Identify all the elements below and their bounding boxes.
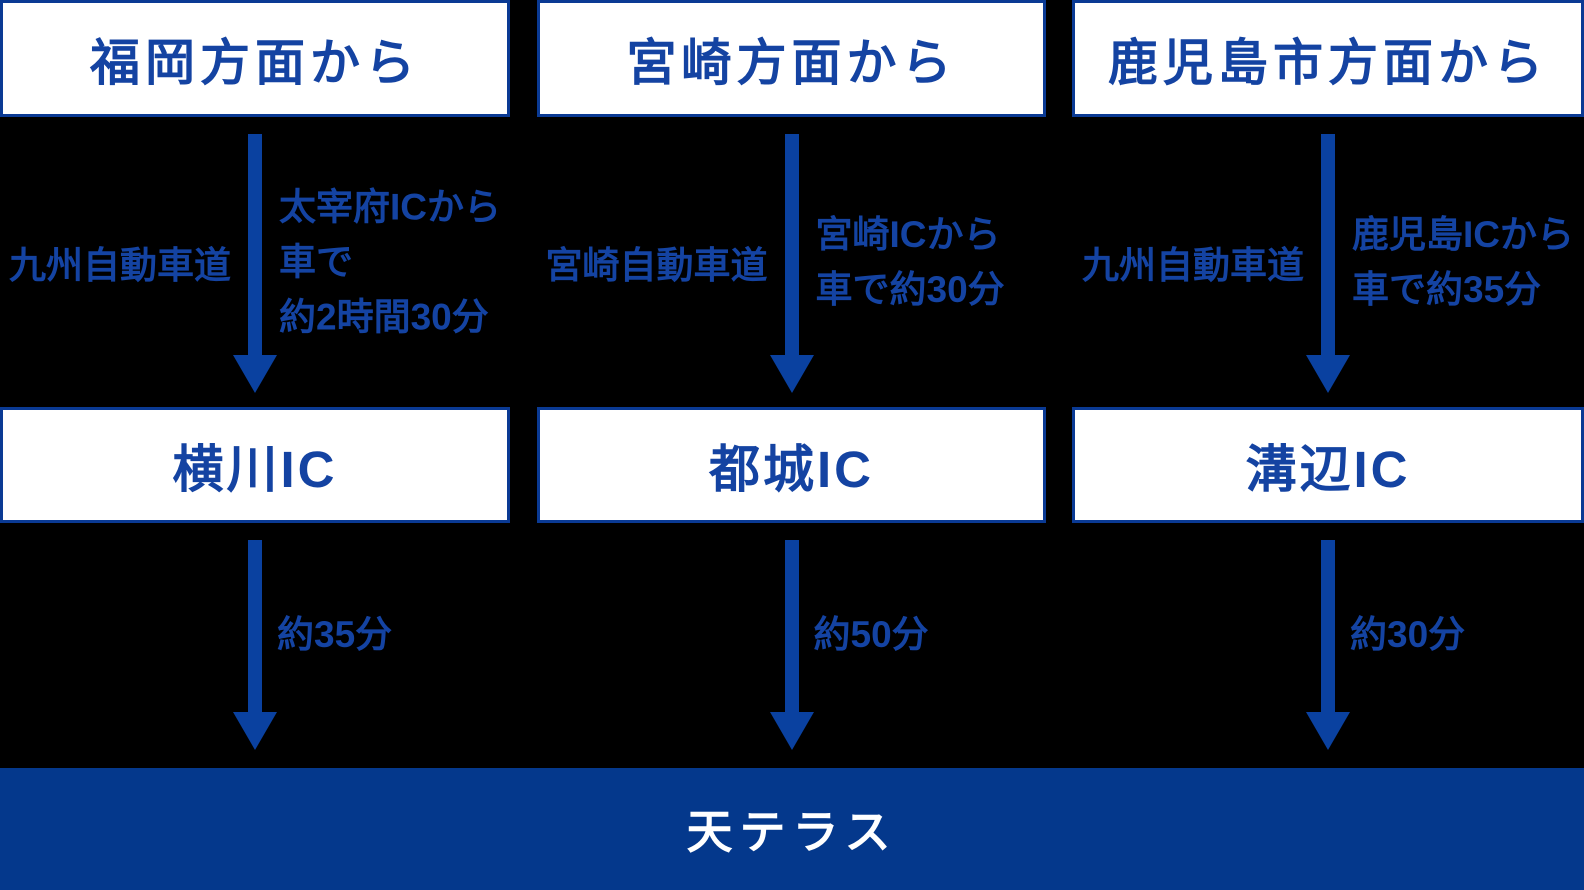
expressway-label: 宮崎自動車道 <box>545 245 768 286</box>
down-arrow-icon <box>1306 540 1350 750</box>
drive-detail-line: 約2時間30分 <box>279 296 489 338</box>
interchange-box: 溝辺IC <box>1072 407 1584 523</box>
down-arrow-icon <box>1306 134 1350 393</box>
drive-detail-label: 太宰府ICから 車で 約2時間30分 <box>279 180 501 345</box>
drive-time-label: 約35分 <box>277 613 393 655</box>
route-column-kagoshima: 鹿児島市方面から 九州自動車道 鹿児島ICから 車で約35分 溝辺IC 約30分 <box>1072 0 1584 768</box>
down-arrow-icon <box>233 134 277 393</box>
drive-detail-label: 鹿児島ICから 車で約35分 <box>1352 207 1574 317</box>
route-column-fukuoka: 福岡方面から 九州自動車道 太宰府ICから 車で 約2時間30分 横川IC 約3… <box>0 0 510 768</box>
route-section: 九州自動車道 鹿児島ICから 車で約35分 <box>1072 117 1584 407</box>
route-column-miyazaki: 宮崎方面から 宮崎自動車道 宮崎ICから 車で約30分 都城IC 約50分 <box>537 0 1046 768</box>
drive-detail-line: 太宰府ICから <box>279 186 501 228</box>
origin-box: 宮崎方面から <box>537 0 1046 117</box>
origin-box: 鹿児島市方面から <box>1072 0 1584 117</box>
destination-bar: 天テラス <box>0 768 1584 890</box>
expressway-label: 九州自動車道 <box>9 245 231 286</box>
drive-detail-line: 車で約35分 <box>1352 269 1542 310</box>
drive-detail-line: 車で <box>279 241 353 283</box>
time-section: 約35分 <box>0 523 510 768</box>
origin-box: 福岡方面から <box>0 0 510 117</box>
expressway-label: 九州自動車道 <box>1082 245 1304 286</box>
drive-detail-label: 宮崎ICから 車で約30分 <box>816 207 1005 317</box>
drive-detail-line: 宮崎ICから <box>815 214 1001 255</box>
drive-detail-line: 車で約30分 <box>815 269 1005 310</box>
route-section: 九州自動車道 太宰府ICから 車で 約2時間30分 <box>0 117 510 407</box>
time-section: 約30分 <box>1072 523 1584 768</box>
time-section: 約50分 <box>537 523 1046 768</box>
down-arrow-icon <box>769 134 814 393</box>
interchange-box: 都城IC <box>537 407 1046 523</box>
drive-time-label: 約30分 <box>1350 613 1466 655</box>
down-arrow-icon <box>233 540 277 750</box>
down-arrow-icon <box>769 540 814 750</box>
drive-time-label: 約50分 <box>813 613 929 655</box>
interchange-box: 横川IC <box>0 407 510 523</box>
route-section: 宮崎自動車道 宮崎ICから 車で約30分 <box>537 117 1046 407</box>
drive-detail-line: 鹿児島ICから <box>1352 214 1574 255</box>
